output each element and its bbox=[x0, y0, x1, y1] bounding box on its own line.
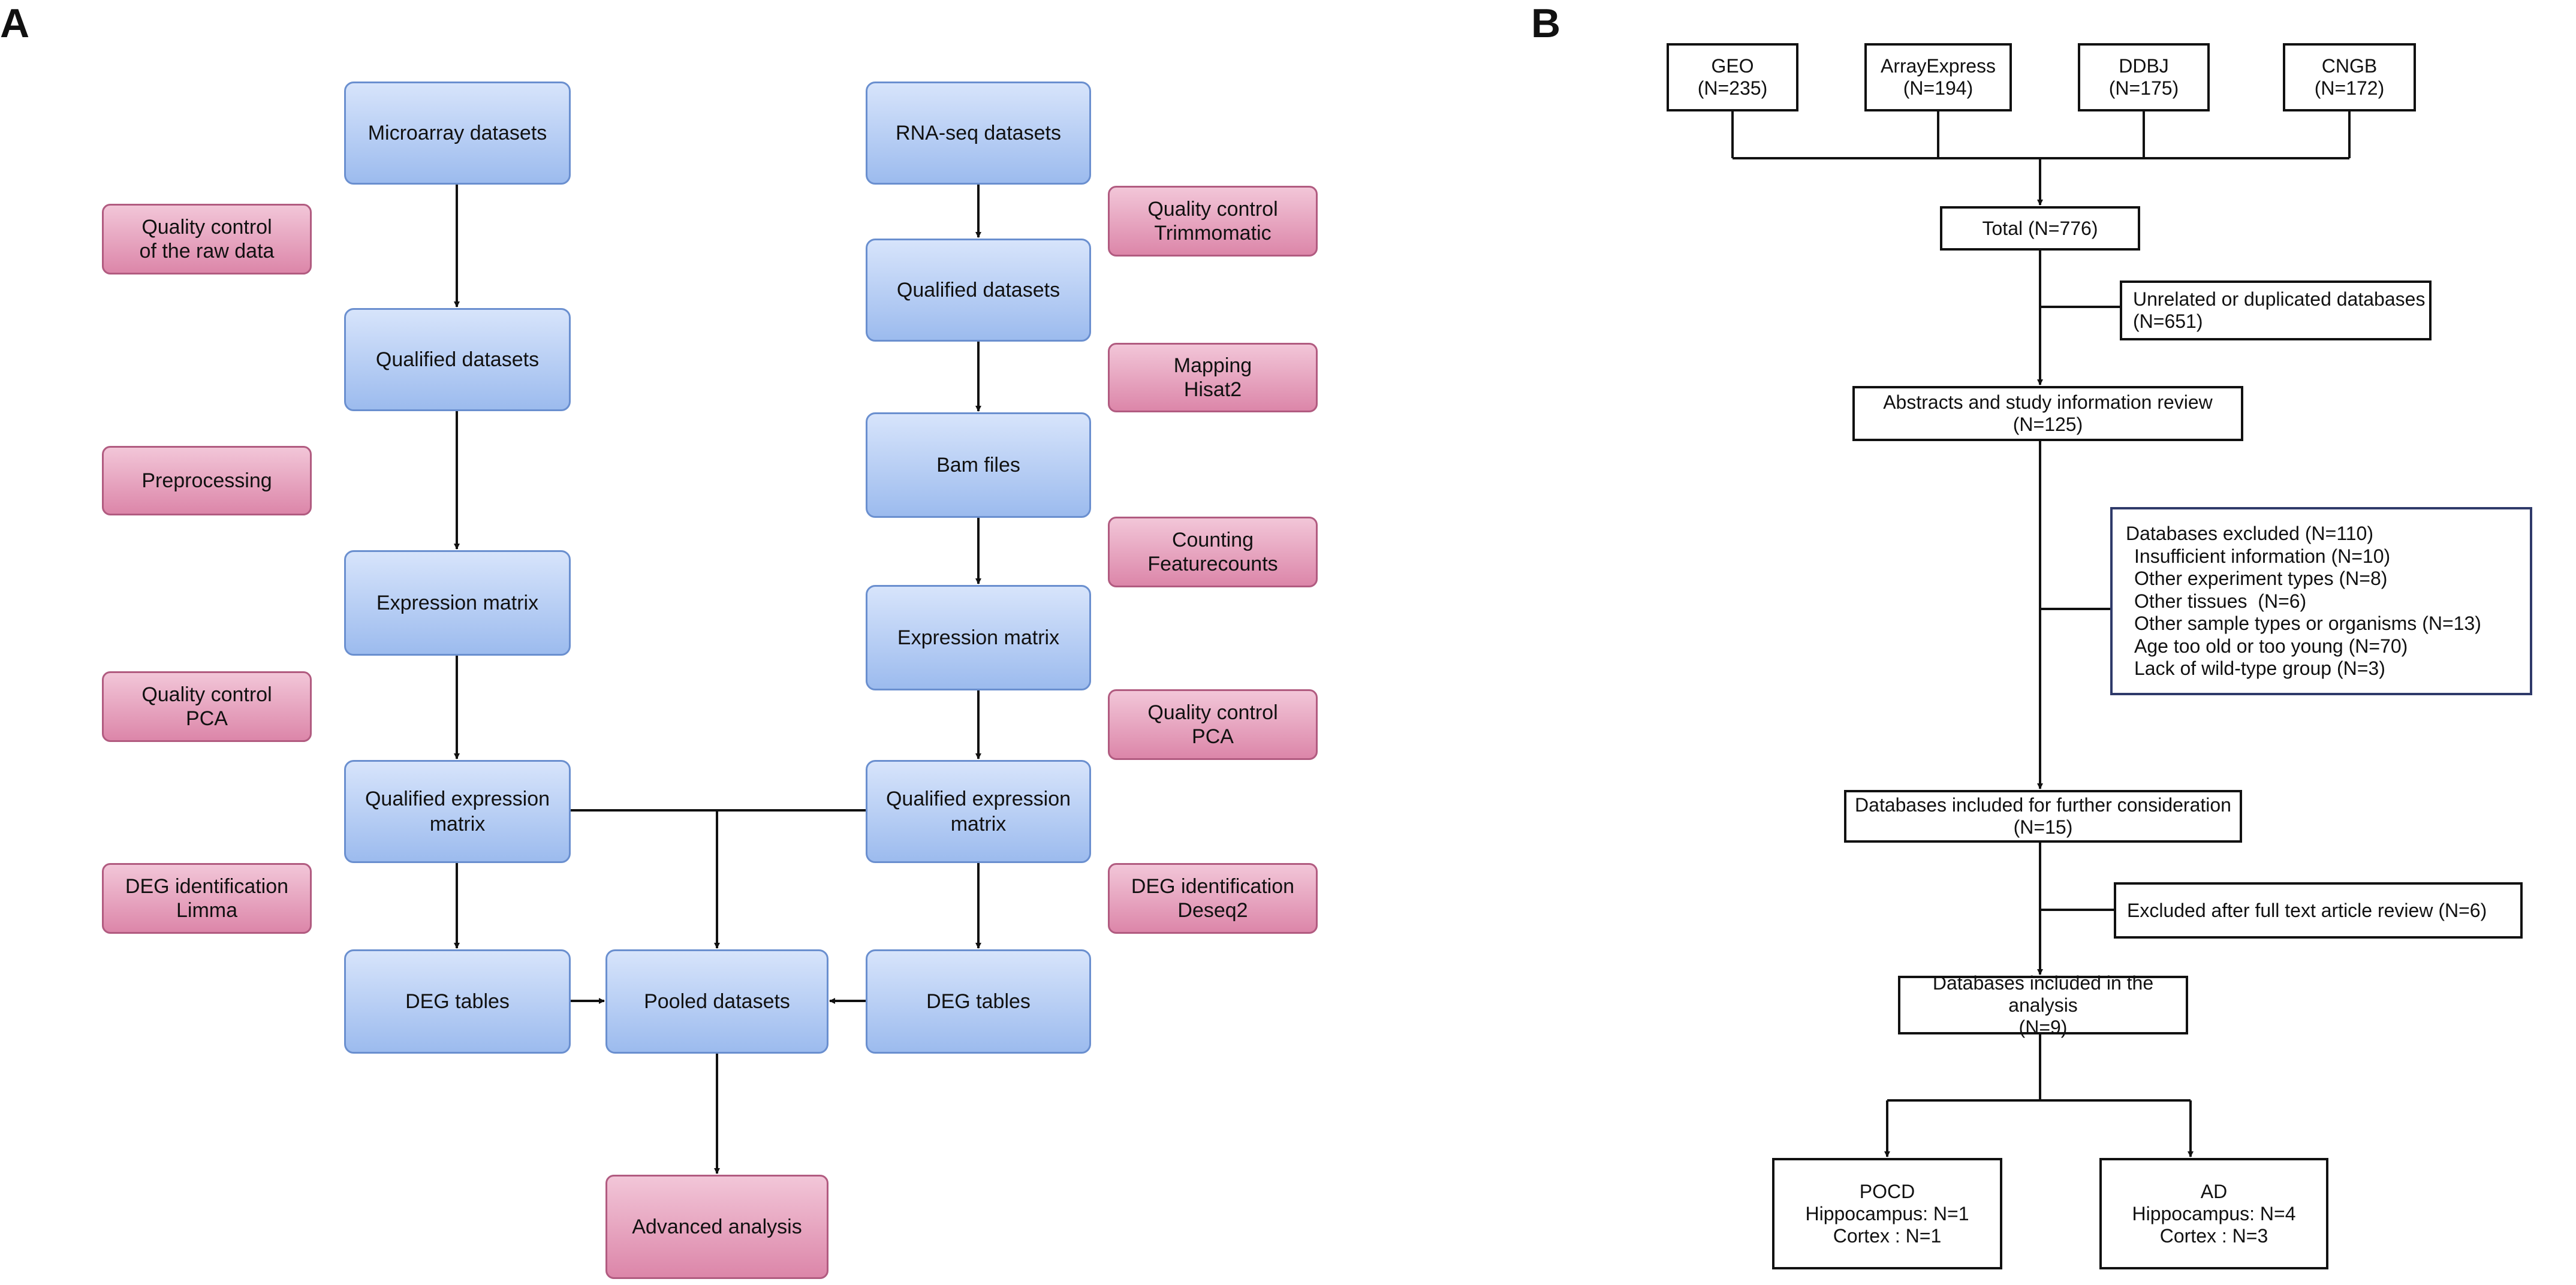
microarray-expression-matrix-box: Expression matrix bbox=[344, 550, 571, 656]
microarray-deg-tables-box: DEG tables bbox=[344, 949, 571, 1054]
source-arrayexpress-box: ArrayExpress(N=194) bbox=[1864, 43, 2012, 111]
bam-files-box: Bam files bbox=[866, 412, 1091, 518]
panel-label-b: B bbox=[1531, 1, 1561, 46]
pooled-datasets-box: Pooled datasets bbox=[605, 949, 828, 1054]
databases-excluded-box: Databases excluded (N=110) Insufficient … bbox=[2110, 507, 2532, 695]
total-box: Total (N=776) bbox=[1940, 206, 2140, 251]
further-consideration-box: Databases included for further considera… bbox=[1844, 790, 2242, 843]
preprocessing-step: Preprocessing bbox=[102, 446, 312, 515]
excluded-item: Insufficient information (N=10) bbox=[2134, 545, 2391, 567]
microarray-qualified-datasets-box: Qualified datasets bbox=[344, 308, 571, 411]
excluded-title: Databases excluded (N=110) bbox=[2126, 523, 2373, 544]
rnaseq-deg-tables-box: DEG tables bbox=[866, 949, 1091, 1054]
microarray-datasets-box: Microarray datasets bbox=[344, 82, 571, 185]
source-ddbj-box: DDBJ(N=175) bbox=[2078, 43, 2210, 111]
rnaseq-qualified-datasets-box: Qualified datasets bbox=[866, 239, 1091, 342]
fulltext-excluded-box: Excluded after full text article review … bbox=[2114, 882, 2523, 939]
excluded-item: Other tissues (N=6) bbox=[2134, 590, 2307, 612]
excluded-item: Age too old or too young (N=70) bbox=[2134, 635, 2408, 657]
source-cngb-box: CNGB(N=172) bbox=[2283, 43, 2416, 111]
excluded-item: Lack of wild-type group (N=3) bbox=[2134, 657, 2385, 679]
excluded-item: Other sample types or organisms (N=13) bbox=[2134, 613, 2481, 634]
source-geo-box: GEO(N=235) bbox=[1667, 43, 1798, 111]
rnaseq-expression-matrix-box: Expression matrix bbox=[866, 585, 1091, 690]
advanced-analysis-step: Advanced analysis bbox=[605, 1175, 828, 1279]
unrelated-duplicated-box: Unrelated or duplicated databases(N=651) bbox=[2120, 280, 2432, 340]
excluded-item: Other experiment types (N=8) bbox=[2134, 568, 2388, 589]
rnaseq-datasets-box: RNA-seq datasets bbox=[866, 82, 1091, 185]
included-analysis-box: Databases included in the analysis(N=9) bbox=[1898, 972, 2188, 1038]
panel-label-a: A bbox=[0, 1, 30, 46]
abstracts-review-box: Abstracts and study information review(N… bbox=[1852, 386, 2243, 441]
